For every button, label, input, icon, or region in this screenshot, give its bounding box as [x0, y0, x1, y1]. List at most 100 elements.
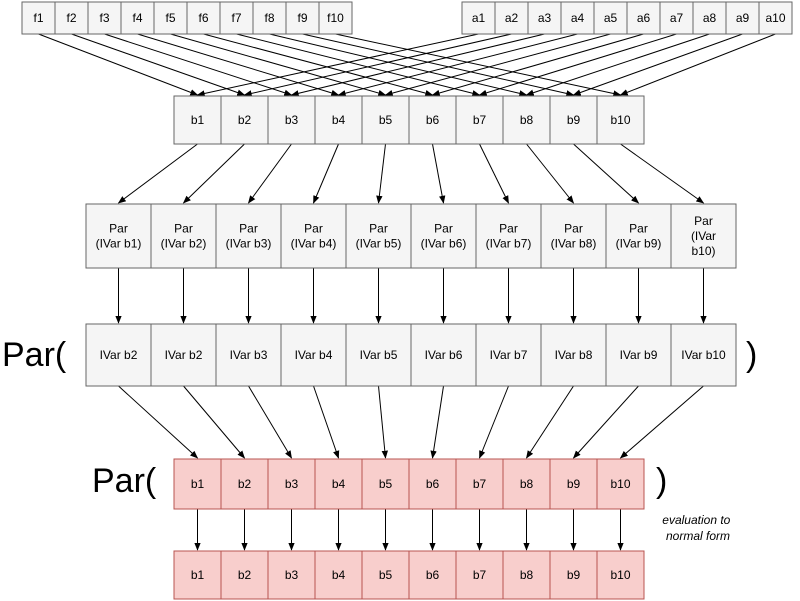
edge-b-to-par	[620, 143, 705, 204]
a-node-8: a8	[692, 1, 727, 35]
a-node-label: a1	[472, 11, 486, 25]
f-node-box	[153, 1, 188, 35]
f-node-label: f6	[198, 11, 208, 25]
a-node-4: a4	[560, 1, 595, 35]
red1-node-box	[361, 458, 410, 510]
red1-node-label: b10	[610, 477, 630, 491]
f-node-box	[21, 1, 56, 35]
par-node-label-line: Par	[499, 222, 518, 236]
a-node-box	[725, 1, 760, 35]
f-node-8: f8	[252, 1, 287, 35]
par-node-label-line: Par	[434, 222, 453, 236]
red2-node-5: b5	[361, 550, 410, 600]
f-node-label: f1	[33, 11, 43, 25]
ivar-node-7: IVar b7	[475, 323, 542, 387]
a-node-2: a2	[494, 1, 529, 35]
edge-f-to-b	[236, 33, 481, 97]
ivar-node-box	[605, 323, 672, 387]
b-node-7: b7	[455, 95, 504, 145]
f-node-label: f8	[264, 11, 274, 25]
edge-a-to-b	[290, 33, 545, 97]
edge-ivar-to-red	[430, 385, 444, 459]
ivar-node-label: IVar b10	[681, 348, 726, 362]
ivar-node-box	[410, 323, 477, 387]
par-node-label-line: (IVar b9)	[616, 237, 662, 251]
par-node-label: Par(IVar b9)	[616, 222, 662, 251]
a-node-label: a8	[703, 11, 717, 25]
ivar-node-label: IVar b9	[620, 348, 658, 362]
a-node-6: a6	[626, 1, 661, 35]
red1-node-box	[314, 458, 363, 510]
edge-b-to-par	[313, 143, 339, 204]
red2-node-box	[173, 550, 222, 600]
par-node-label-line: Par	[174, 222, 193, 236]
edge-a-to-b	[572, 33, 743, 96]
par-node-label-line: Par	[694, 214, 713, 228]
red1-node-9: b9	[549, 458, 598, 510]
edge-ivar-to-red	[526, 385, 574, 459]
par-node-label-line: (IVar b4)	[291, 237, 337, 251]
par-node-label-line: (IVar	[691, 229, 716, 243]
par-node-label: Par(IVar b2)	[161, 222, 207, 251]
par-node-6: Par(IVar b6)	[410, 203, 477, 269]
red1-node-4: b4	[314, 458, 363, 510]
a-node-label: a7	[670, 11, 684, 25]
b-node-label: b3	[285, 113, 299, 127]
red1-node-box	[220, 458, 269, 510]
ivar-node-box	[540, 323, 607, 387]
b-node-9: b9	[549, 95, 598, 145]
a-node-box	[527, 1, 562, 35]
par-node-label-line: (IVar b8)	[551, 237, 597, 251]
a-node-10: a10	[758, 1, 793, 35]
red1-node-6: b6	[408, 458, 457, 510]
red1-node-box	[502, 458, 551, 510]
red1-node-label: b5	[379, 477, 393, 491]
edge-a-to-b	[196, 33, 479, 97]
f-node-box	[219, 1, 254, 35]
red2-node-4: b4	[314, 550, 363, 600]
a-node-box	[560, 1, 595, 35]
ivar-node-label: IVar b3	[230, 348, 268, 362]
red2-node-label: b6	[426, 568, 440, 582]
red2-node-6: b6	[408, 550, 457, 600]
b-node-4: b4	[314, 95, 363, 145]
a-node-3: a3	[527, 1, 562, 35]
edge-ivar-to-red	[479, 385, 509, 459]
par-node-label: Par(IVar b4)	[291, 222, 337, 251]
f-node-7: f7	[219, 1, 254, 35]
red1-node-2: b2	[220, 458, 269, 510]
ivar-node-1: IVar b2	[85, 323, 152, 387]
par-open-bracket-1: Par(	[2, 336, 67, 374]
a-node-label: a9	[736, 11, 750, 25]
red2-node-label: b7	[473, 568, 487, 582]
b-node-box	[361, 95, 410, 145]
edge-a-to-b	[525, 33, 710, 96]
f-node-label: f7	[231, 11, 241, 25]
a-node-label: a10	[765, 11, 785, 25]
edge-ivar-to-red	[248, 385, 292, 459]
ivar-node-9: IVar b9	[605, 323, 672, 387]
b-node-8: b8	[502, 95, 551, 145]
red1-node-8: b8	[502, 458, 551, 510]
b-node-label: b8	[520, 113, 534, 127]
ivar-node-box	[345, 323, 412, 387]
f-node-10: f10	[318, 1, 353, 35]
red1-node-label: b7	[473, 477, 487, 491]
f-node-label: f9	[297, 11, 307, 25]
edge-ivar-to-red	[118, 385, 199, 459]
red1-node-box	[549, 458, 598, 510]
f-node-box	[54, 1, 89, 35]
par-node-box	[150, 203, 217, 269]
a-node-1: a1	[461, 1, 496, 35]
red2-node-label: b4	[332, 568, 346, 582]
red1-node-label: b8	[520, 477, 534, 491]
par-node-8: Par(IVar b8)	[540, 203, 607, 269]
b-node-label: b10	[610, 113, 630, 127]
edges-layer	[38, 33, 776, 551]
f-node-label: f2	[66, 11, 76, 25]
edge-b-to-par	[479, 143, 509, 204]
ivar-node-5: IVar b5	[345, 323, 412, 387]
par-node-label-line: (IVar b7)	[486, 237, 532, 251]
par-node-3: Par(IVar b3)	[215, 203, 282, 269]
